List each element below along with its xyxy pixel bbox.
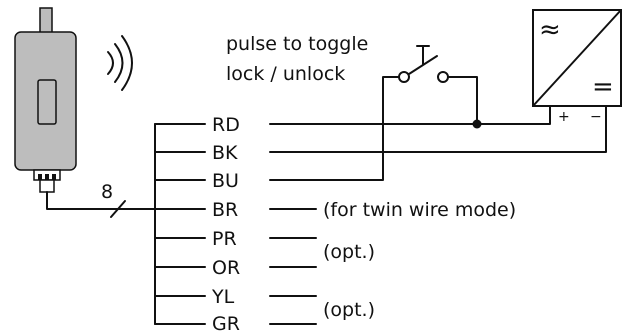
switch-contact-left	[398, 71, 410, 83]
wire-rd	[269, 105, 551, 125]
switch-contact-right	[437, 71, 449, 83]
wire-label-or: OR	[212, 257, 240, 279]
wire-bu	[269, 76, 399, 181]
terminal-plus: +	[558, 109, 570, 125]
wire-label-bk: BK	[212, 142, 238, 164]
terminal-minus: −	[590, 109, 602, 125]
wire-label-gr: GR	[212, 313, 240, 334]
switch-label-line2: lock / unlock	[226, 63, 345, 85]
wire-bk	[269, 105, 607, 153]
wire-label-yl: YL	[211, 286, 235, 308]
wire-label-pr: PR	[212, 228, 237, 250]
power-supply: ≈ = + −	[532, 9, 622, 125]
note-opt-1: (opt.)	[323, 241, 375, 263]
wire-label-bu: BU	[212, 170, 239, 192]
dc-symbol: =	[592, 72, 614, 102]
note-opt-2: (opt.)	[323, 299, 375, 321]
device-window	[37, 79, 57, 125]
bus-slash	[110, 200, 126, 218]
pulse-switch	[398, 45, 478, 125]
power-supply-diagonal	[532, 9, 622, 107]
bus-branches	[154, 123, 206, 325]
wireless-signal-icon	[107, 35, 133, 91]
wire-label-rd: RD	[212, 114, 240, 136]
switch-label-line1: pulse to toggle	[226, 33, 368, 55]
note-twin-wire: (for twin wire mode)	[323, 199, 516, 221]
wire-label-br: BR	[212, 199, 238, 221]
bus-count-label: 8	[101, 181, 113, 203]
lock-device	[14, 7, 77, 193]
ac-symbol: ≈	[539, 15, 561, 45]
device-stem	[39, 7, 53, 35]
